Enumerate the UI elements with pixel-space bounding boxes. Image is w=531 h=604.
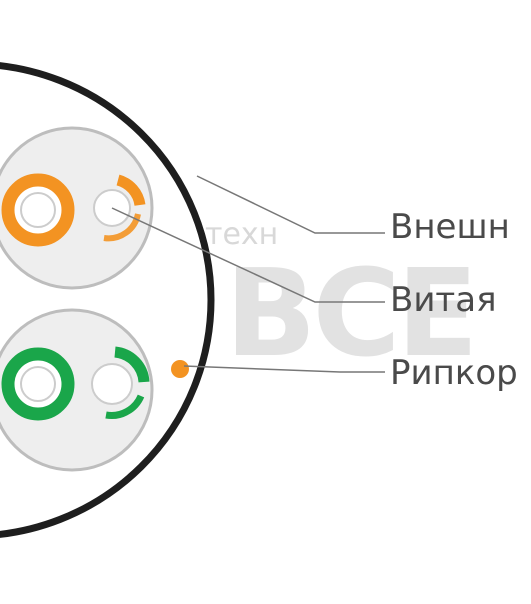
green-white-stripe-lower <box>105 394 145 419</box>
twisted-pair-orange <box>0 126 154 290</box>
label-ripcord: Рипкор <box>390 353 518 393</box>
leader-line-outer-jacket <box>196 175 385 234</box>
leader-line-twisted-pair <box>111 207 385 303</box>
label-twisted-pair: Витая <box>390 280 497 320</box>
watermark-large-text: ВСЕ <box>225 245 475 384</box>
green-white-core <box>91 363 133 405</box>
leader-line-ripcord <box>183 365 385 373</box>
twisted-pair-green <box>0 308 154 472</box>
ripcord-dot <box>171 360 189 378</box>
green-white-stripe <box>114 346 150 383</box>
outer-jacket <box>0 62 215 538</box>
orange-white-stripe <box>116 174 146 207</box>
orange-core <box>20 192 56 228</box>
watermark-small-text: техн <box>205 217 278 252</box>
label-outer-jacket: Внешн <box>390 207 510 247</box>
pair-shield-top <box>0 126 154 290</box>
green-core <box>20 366 56 402</box>
